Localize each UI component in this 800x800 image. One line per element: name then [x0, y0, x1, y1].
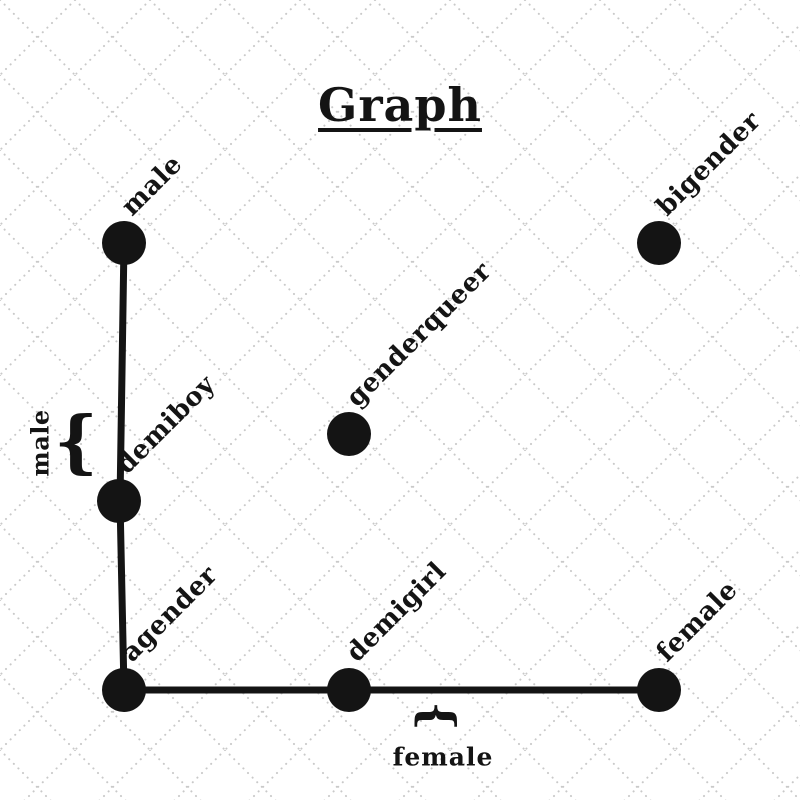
bottom-brace-label: female: [392, 742, 494, 772]
node-genderqueer: [327, 412, 371, 456]
left-brace-icon: {: [54, 402, 98, 482]
left-brace-label: male: [25, 409, 55, 477]
node-female: [637, 668, 681, 712]
node-male: [102, 221, 146, 265]
bottom-brace-icon: {: [411, 701, 465, 731]
edge-path: [116, 242, 659, 694]
node-demiboy: [97, 479, 141, 523]
node-bigender: [637, 221, 681, 265]
node-agender: [102, 668, 146, 712]
node-demigirl: [327, 668, 371, 712]
diagram-title: Graph: [318, 78, 482, 132]
